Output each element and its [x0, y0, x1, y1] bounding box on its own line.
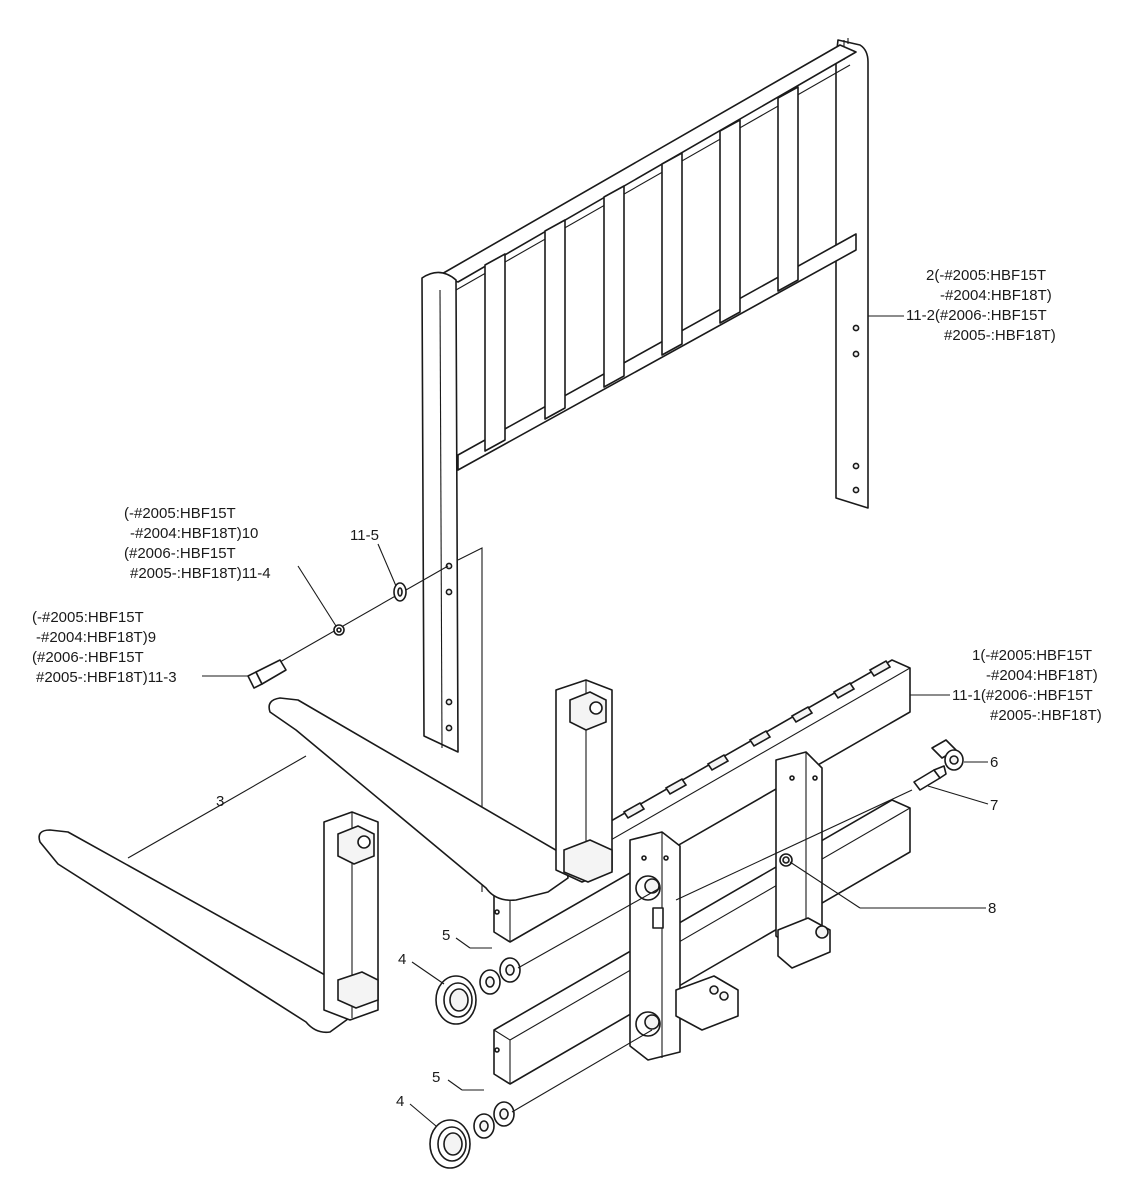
callout-8: 8 — [988, 900, 996, 917]
load-backrest — [421, 38, 869, 753]
side-roller — [931, 739, 964, 771]
callout-3: 3 — [216, 793, 224, 810]
callout-5-upper: 5 — [442, 927, 450, 944]
callout-2-line-4: #2005-:HBF18T) — [944, 327, 1056, 344]
callout-6: 6 — [990, 754, 998, 771]
callout-2-line-1: 2(-#2005:HBF15T — [926, 267, 1046, 284]
callout-9-line-2: -#2004:HBF18T)9 — [36, 629, 156, 646]
leader-lines — [127, 315, 989, 1127]
callout-1-11-1: 1(-#2005:HBF15T -#2004:HBF18T) 11-1(#200… — [952, 647, 1102, 724]
callout-2-11-2: 2(-#2005:HBF15T -#2004:HBF18T) 11-2(#200… — [906, 267, 1056, 344]
callout-11-5: 11-5 — [350, 527, 379, 544]
callout-4-lower: 4 — [396, 1093, 404, 1110]
fork-lower — [38, 811, 379, 1034]
bearing-lower — [429, 1029, 653, 1169]
callout-10-line-2: -#2004:HBF18T)10 — [130, 525, 258, 542]
bearing-upper — [435, 887, 661, 1025]
callout-5-lower: 5 — [432, 1069, 440, 1086]
callout-9-line-4: #2005-:HBF18T)11-3 — [36, 669, 177, 686]
callout-10-line-3: (#2006-:HBF15T — [124, 545, 236, 562]
callout-1-line-1: 1(-#2005:HBF15T — [972, 647, 1092, 664]
callout-2-line-2: -#2004:HBF18T) — [940, 287, 1052, 304]
callout-4-upper: 4 — [398, 951, 406, 968]
callout-10-11-4: (-#2005:HBF15T -#2004:HBF18T)10 (#2006-:… — [124, 505, 271, 582]
callout-10-line-1: (-#2005:HBF15T — [124, 505, 236, 522]
callout-10-line-4: #2005-:HBF18T)11-4 — [130, 565, 271, 582]
bolt-assembly — [247, 565, 449, 689]
callout-9-line-3: (#2006-:HBF15T — [32, 649, 144, 666]
callout-9-line-1: (-#2005:HBF15T — [32, 609, 144, 626]
callout-1-line-2: -#2004:HBF18T) — [986, 667, 1098, 684]
fork-upper — [268, 679, 613, 902]
callout-2-line-3: 11-2(#2006-:HBF15T — [906, 307, 1047, 324]
backrest-bars — [484, 86, 799, 452]
callout-7: 7 — [990, 797, 998, 814]
roller-stud — [913, 765, 947, 791]
callout-1-line-3: 11-1(#2006-:HBF15T — [952, 687, 1093, 704]
callout-9-11-3: (-#2005:HBF15T -#2004:HBF18T)9 (#2006-:H… — [32, 609, 177, 686]
callout-1-line-4: #2005-:HBF18T) — [990, 707, 1102, 724]
